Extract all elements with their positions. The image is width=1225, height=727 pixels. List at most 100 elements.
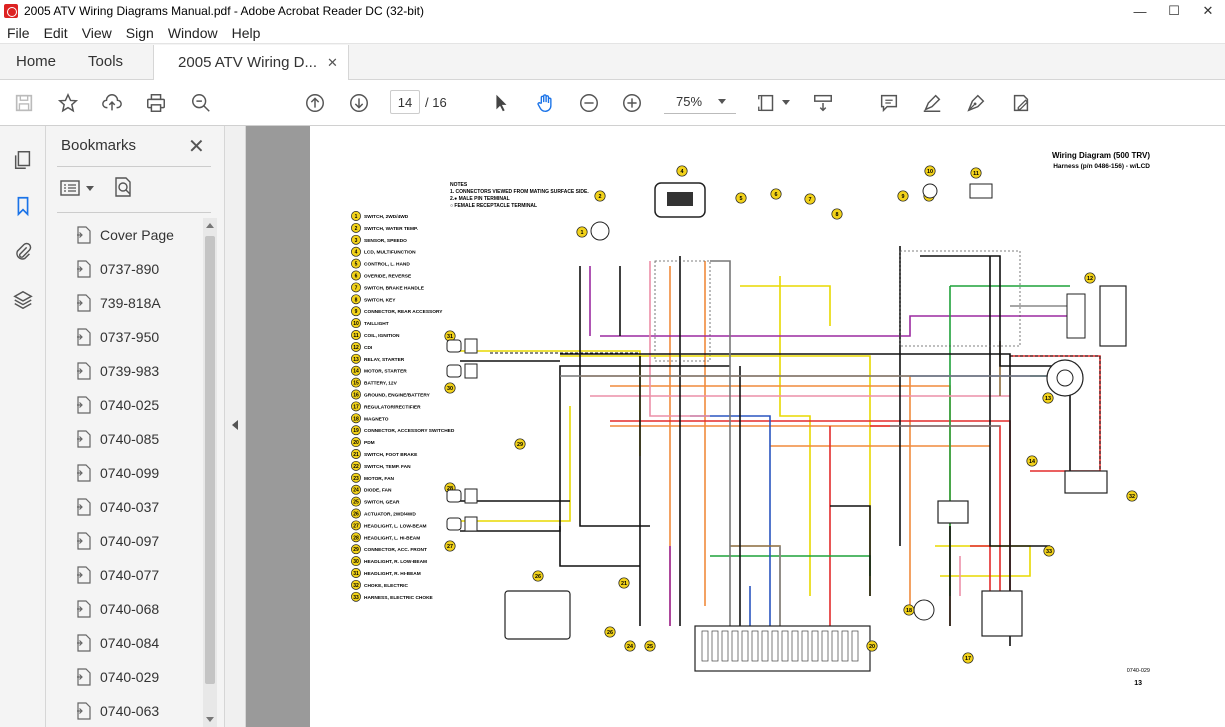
legend-number-badge (351, 222, 361, 233)
legend-number-badge (351, 365, 361, 376)
component-callout (770, 188, 782, 200)
wire (920, 255, 1071, 486)
panel-collapse-handle[interactable] (224, 126, 246, 727)
legend-number: 8 (355, 297, 358, 303)
print-icon[interactable] (144, 91, 168, 115)
wiring-lines (460, 246, 1101, 646)
bookmark-page-icon (76, 396, 92, 414)
legend-item: REGULATOR/RECTIFIER (364, 404, 421, 410)
comment-icon[interactable] (877, 91, 901, 115)
bookmark-options-chevron-icon[interactable] (86, 186, 94, 191)
star-icon[interactable] (56, 91, 80, 115)
component-callout-number: 17 (965, 656, 971, 662)
wire (1010, 355, 1101, 471)
component-callout (604, 626, 616, 638)
menu-file[interactable]: File (7, 24, 30, 41)
bookmark-item[interactable]: 0740-097 (76, 524, 206, 558)
bookmark-item[interactable]: 0737-950 (76, 320, 206, 354)
sign-fountain-pen-icon[interactable] (964, 91, 988, 115)
component-callout-number: 10 (927, 169, 933, 175)
chevron-left-icon (232, 420, 238, 430)
harness-junction (654, 260, 711, 362)
close-window-button[interactable]: ✕ (1202, 3, 1214, 18)
magneto-rotor-shape (1056, 369, 1074, 387)
bookmark-label: 0740-085 (100, 431, 160, 447)
tab-document[interactable]: 2005 ATV Wiring D... ✕ (153, 45, 349, 80)
bookmark-icon[interactable] (11, 194, 35, 218)
attachment-paperclip-icon[interactable] (11, 240, 35, 264)
legend-item: DIODE, FAN (364, 488, 392, 494)
page-thumbnails-icon[interactable] (11, 148, 35, 172)
scroll-up-icon[interactable] (206, 223, 214, 228)
fill-sign-icon[interactable] (1009, 91, 1033, 115)
bookmark-item[interactable]: 0740-085 (76, 422, 206, 456)
menu-help[interactable]: Help (231, 24, 261, 41)
bookmark-item[interactable]: 0740-099 (76, 456, 206, 490)
scroll-mode-icon[interactable] (811, 91, 835, 115)
zoom-search-icon[interactable] (189, 91, 213, 115)
page-fit-icon[interactable] (755, 91, 779, 115)
cdi-module-shape (1099, 285, 1127, 347)
legend-number-badge (351, 306, 361, 317)
bookmark-item[interactable]: 0740-025 (76, 388, 206, 422)
layers-icon[interactable] (11, 288, 35, 312)
highlight-pen-icon[interactable] (920, 91, 944, 115)
page-number-input[interactable]: 14 (390, 90, 420, 114)
legend-number: 5 (355, 262, 358, 268)
select-cursor-icon[interactable] (489, 91, 513, 115)
next-page-icon[interactable] (347, 91, 371, 115)
bookmark-item[interactable]: 0740-063 (76, 694, 206, 727)
bookmark-item[interactable]: 0740-068 (76, 592, 206, 626)
tab-tools[interactable]: Tools (88, 53, 124, 70)
pdm-fuse-slot (721, 630, 729, 662)
menu-view[interactable]: View (81, 24, 112, 41)
pdm-fuse-slot (841, 630, 849, 662)
component-callout (962, 652, 974, 664)
zoom-out-icon[interactable] (577, 91, 601, 115)
component-callout (897, 190, 909, 202)
minimize-button[interactable]: — (1133, 3, 1147, 19)
component-callout (1084, 272, 1096, 284)
bookmark-item[interactable]: 0740-077 (76, 558, 206, 592)
menu-sign[interactable]: Sign (125, 24, 154, 41)
bookmark-item[interactable]: 0740-084 (76, 626, 206, 660)
close-panel-icon[interactable]: ✕ (188, 136, 205, 158)
zoom-level-dropdown[interactable]: 75% (664, 90, 736, 114)
bookmark-list-scrollbar[interactable] (203, 218, 217, 727)
legend-number-badge (351, 508, 361, 519)
scroll-down-icon[interactable] (206, 717, 214, 722)
bookmark-item[interactable]: 0740-029 (76, 660, 206, 694)
maximize-button[interactable]: ☐ (1168, 3, 1180, 18)
save-icon[interactable] (12, 91, 36, 115)
menu-edit[interactable]: Edit (43, 24, 68, 41)
new-bookmark-icon[interactable] (112, 176, 134, 198)
close-tab-icon[interactable]: ✕ (327, 54, 338, 70)
bookmark-page-icon (76, 702, 92, 720)
hand-tool-icon[interactable] (533, 91, 557, 115)
zoom-in-icon[interactable] (620, 91, 644, 115)
bookmark-options-icon[interactable] (60, 178, 82, 198)
legend-number: 32 (353, 583, 359, 589)
bookmark-page-icon (76, 362, 92, 380)
legend-number: 11 (353, 333, 359, 339)
bookmark-item[interactable]: 0737-890 (76, 252, 206, 286)
tab-home[interactable]: Home (16, 53, 57, 70)
bookmark-label: 0740-099 (100, 465, 160, 481)
previous-page-icon[interactable] (303, 91, 327, 115)
component-callout (1042, 392, 1054, 404)
page-fit-chevron-icon[interactable] (782, 100, 790, 105)
bookmark-page-icon (76, 464, 92, 482)
bookmark-item[interactable]: 739-818A (76, 286, 206, 320)
bookmark-item[interactable]: 0740-037 (76, 490, 206, 524)
wire (740, 285, 831, 326)
menu-window[interactable]: Window (167, 24, 218, 41)
document-view[interactable]: Wiring Diagram (500 TRV) Harness (p/n 04… (246, 126, 1225, 727)
bookmark-item[interactable]: 0739-983 (76, 354, 206, 388)
scrollbar-thumb[interactable] (205, 236, 215, 684)
component-callout (970, 167, 982, 179)
window-title: 2005 ATV Wiring Diagrams Manual.pdf - Ad… (24, 4, 424, 18)
cloud-upload-icon[interactable] (100, 91, 124, 115)
bookmark-item[interactable]: Cover Page (76, 218, 206, 252)
